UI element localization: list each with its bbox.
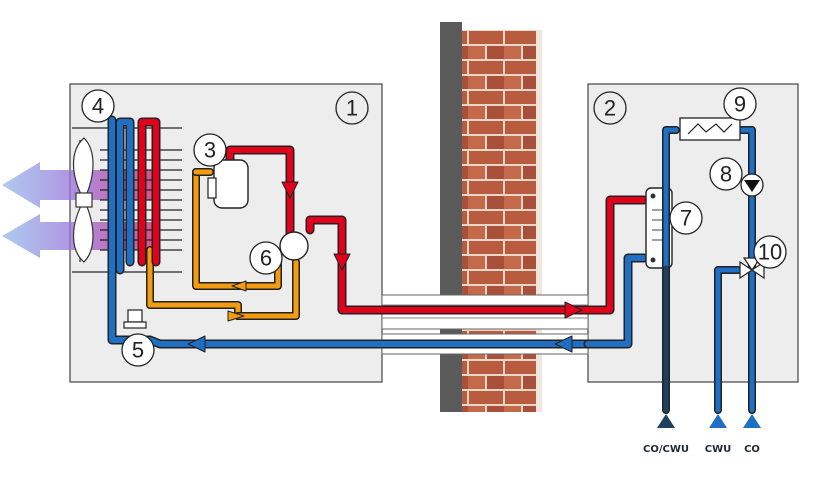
- orange-flow-arrow-2: [231, 280, 247, 292]
- compressor-icon: [207, 159, 249, 209]
- fan-icon: [73, 137, 94, 263]
- svg-text:4: 4: [92, 94, 104, 119]
- port-label-co-cwu: CO/CWU: [643, 444, 689, 455]
- badge-three-way-valve: 10: [753, 235, 787, 269]
- svg-text:2: 2: [604, 96, 616, 121]
- svg-text:5: 5: [132, 338, 144, 363]
- svg-text:8: 8: [720, 162, 732, 187]
- badge-outdoor-unit: 1: [335, 91, 369, 125]
- red-flow-arrow-3: [564, 301, 583, 319]
- svg-text:9: 9: [734, 92, 746, 117]
- brick-wall: [462, 30, 542, 412]
- badge-four-way-valve: 6: [249, 241, 283, 275]
- port-arrow-cwu: [709, 414, 727, 428]
- svg-text:10: 10: [758, 240, 782, 265]
- red-flow-arrow-1: [281, 181, 299, 199]
- orange-flow-arrow-1: [227, 310, 245, 322]
- badge-fan-coil: 4: [81, 89, 115, 123]
- blue-flow-arrow-2: [554, 335, 573, 353]
- red-flow-arrow-2: [333, 253, 351, 271]
- badge-heat-exchanger: 7: [669, 201, 703, 235]
- red-coil: [137, 117, 161, 267]
- blue-return-line: [145, 253, 649, 353]
- expansion-valve-icon: [123, 309, 147, 329]
- badge-expansion-valve: 5: [121, 333, 155, 367]
- blue-flow-arrow-1: [187, 335, 206, 353]
- electric-heater-icon: [679, 117, 741, 141]
- port-label-cwu: CWU: [705, 444, 732, 455]
- port-arrow-co-cwu: [657, 414, 675, 428]
- four-way-valve-icon: [279, 231, 309, 261]
- pump-icon: [740, 173, 764, 197]
- red-refrigerant-lines: [225, 145, 649, 319]
- svg-text:6: 6: [260, 246, 272, 271]
- badge-pump: 8: [709, 157, 743, 191]
- badge-compressor: 3: [193, 133, 227, 167]
- svg-text:3: 3: [204, 138, 216, 163]
- indoor-water-circuit: [662, 126, 756, 414]
- badge-indoor-unit: 2: [593, 91, 627, 125]
- port-label-co: CO: [744, 444, 760, 455]
- badge-electric-heater: 9: [723, 87, 757, 121]
- port-arrow-co: [743, 414, 761, 428]
- svg-text:1: 1: [346, 96, 358, 121]
- orange-refrigerant-lines: [146, 168, 300, 322]
- svg-text:7: 7: [680, 206, 692, 231]
